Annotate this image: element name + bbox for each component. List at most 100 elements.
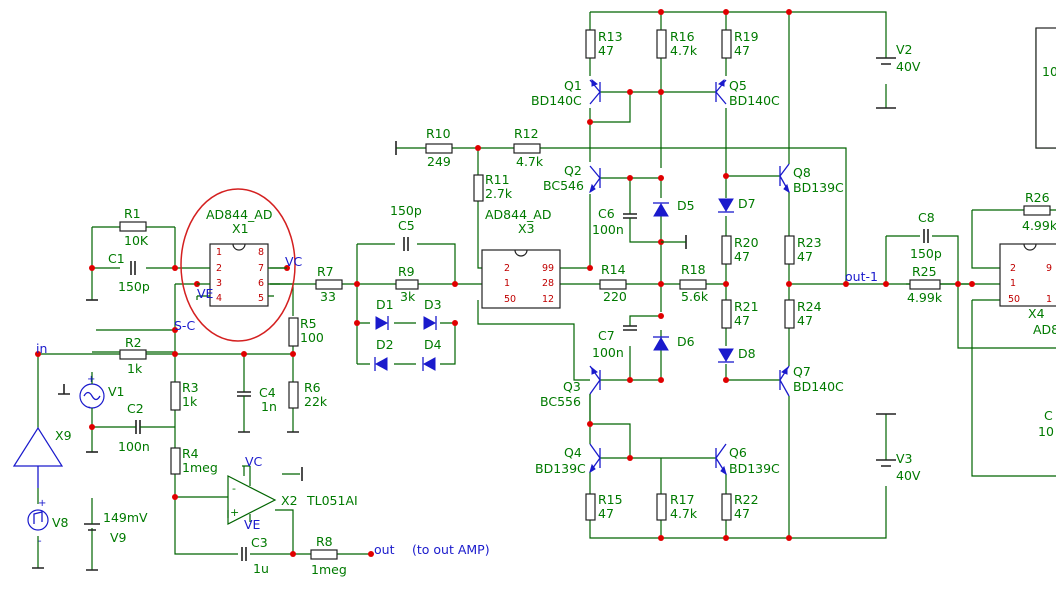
label-resistors-r17-val: 4.7k <box>670 506 698 521</box>
resistor-r17[interactable] <box>656 493 667 521</box>
resistor-r15[interactable] <box>585 493 596 521</box>
x3-pin: 50 <box>504 294 516 305</box>
label-resistors-r10-val: 249 <box>427 154 451 169</box>
ic-x3[interactable] <box>481 249 561 309</box>
diode-d8[interactable] <box>718 348 734 363</box>
label-capacitors-c5-val: 150p <box>390 203 422 218</box>
capacitor-c8[interactable] <box>923 229 929 243</box>
diode-d1[interactable] <box>375 316 389 330</box>
label-resistors-r26-ref: R26 <box>1025 190 1050 205</box>
transistor-q1[interactable] <box>589 78 601 105</box>
label-resistors-r3-val: 1k <box>182 394 198 409</box>
net-in: in <box>36 341 47 356</box>
net-ve-x1: VE <box>197 286 214 301</box>
label-resistors-r24-ref: R24 <box>797 299 822 314</box>
resistor-r14[interactable] <box>599 279 627 290</box>
capacitor-c4[interactable] <box>237 391 251 408</box>
resistor-r13[interactable] <box>585 29 596 59</box>
label-resistors-r16-val: 4.7k <box>670 43 698 58</box>
diode-d5[interactable] <box>653 202 669 217</box>
label-resistors-r5-val: 100 <box>300 330 324 345</box>
diode-d6[interactable] <box>653 336 669 351</box>
transistor-q2[interactable] <box>589 165 601 194</box>
transistor-q3[interactable] <box>589 365 601 395</box>
resistor-r26[interactable] <box>1023 205 1051 216</box>
capacitor-c7[interactable] <box>623 325 637 331</box>
label-diodes-3: D4 <box>424 337 442 352</box>
label-diodes-4: D5 <box>677 198 695 213</box>
diode-d2[interactable] <box>374 357 388 371</box>
x1-model: AD844_AD <box>206 207 272 222</box>
resistor-r5[interactable] <box>288 317 299 347</box>
resistor-r12[interactable] <box>513 143 541 154</box>
resistor-r19[interactable] <box>721 29 732 59</box>
label-resistors-r17-ref: R17 <box>670 492 695 507</box>
label-resistors-r24-val: 47 <box>797 313 813 328</box>
label-resistors-r14-val: 220 <box>603 289 627 304</box>
resistor-r24[interactable] <box>784 299 795 329</box>
transistor-q7[interactable] <box>779 365 790 397</box>
label-capacitors-c8-ref: C8 <box>918 210 935 225</box>
label-sources-x9: X9 <box>55 428 72 443</box>
opamp-x2[interactable] <box>227 465 277 525</box>
capacitor-c6[interactable] <box>623 213 637 226</box>
resistor-r23[interactable] <box>784 235 795 265</box>
diode-d7[interactable] <box>718 198 734 213</box>
transistor-q8[interactable] <box>779 163 790 194</box>
capacitor-c3[interactable] <box>241 547 247 561</box>
resistor-r11[interactable] <box>473 174 484 202</box>
diode-d4[interactable] <box>422 357 436 371</box>
x1-ref: X1 <box>232 221 249 236</box>
label-mark: + <box>87 374 95 385</box>
source-v2[interactable] <box>876 57 896 65</box>
resistor-r6[interactable] <box>288 381 299 409</box>
ic-x1[interactable] <box>196 243 287 307</box>
resistor-r16[interactable] <box>656 29 667 59</box>
diode-d3[interactable] <box>423 316 437 330</box>
label-resistors-r1-ref: R1 <box>124 206 141 221</box>
resistor-r4[interactable] <box>170 447 181 475</box>
label-diodes-7: D8 <box>738 346 756 361</box>
capacitor-c5[interactable] <box>403 237 409 251</box>
resistor-r25[interactable] <box>909 279 941 290</box>
label-mark: - <box>87 402 91 413</box>
resistor-r21[interactable] <box>721 299 732 329</box>
resistors <box>119 29 1051 560</box>
transistor-q5[interactable] <box>715 78 727 105</box>
resistor-r8[interactable] <box>310 549 338 560</box>
ic-x4[interactable] <box>999 243 1056 307</box>
resistor-r20[interactable] <box>721 235 732 265</box>
x3-pin: 99 <box>542 263 554 274</box>
x2-model: TL051AI <box>306 493 358 508</box>
resistor-r10[interactable] <box>425 143 453 154</box>
label-resistors-r2-val: 1k <box>127 361 143 376</box>
capacitor-c2[interactable] <box>126 420 150 434</box>
resistor-r2[interactable] <box>119 349 147 360</box>
source-v3[interactable] <box>876 459 896 467</box>
label-transistors-q8-ref: Q8 <box>793 165 811 180</box>
source-v9[interactable] <box>84 498 100 531</box>
source-v1[interactable] <box>79 372 105 410</box>
cut-component-bottom <box>1046 380 1056 460</box>
transistor-q6[interactable] <box>715 443 727 476</box>
resistor-r7[interactable] <box>315 279 343 290</box>
source-v8[interactable] <box>27 509 49 531</box>
label-sources-v1: V1 <box>108 384 125 399</box>
resistor-r18[interactable] <box>679 279 707 290</box>
capacitor-c1[interactable] <box>130 261 136 275</box>
resistor-r3[interactable] <box>170 381 181 411</box>
label-resistors-r19-ref: R19 <box>734 29 759 44</box>
label-resistors-r10-ref: R10 <box>426 126 451 141</box>
label-resistors-r12-val: 4.7k <box>516 154 544 169</box>
x3-ref: X3 <box>518 221 535 236</box>
x3-pin: 12 <box>542 294 554 305</box>
resistor-r1[interactable] <box>119 221 147 232</box>
net-note: (to out AMP) <box>412 542 490 557</box>
transistor-q4[interactable] <box>589 443 601 474</box>
resistor-r22[interactable] <box>721 493 732 521</box>
label-sources-v3-val: 40V <box>896 468 921 483</box>
labels: AD844_AD X1 1 2 3 4 8 7 6 5 VC VE AD844_… <box>36 29 1056 577</box>
resistor-r9[interactable] <box>395 279 419 290</box>
buffer-x9[interactable] <box>12 426 64 488</box>
